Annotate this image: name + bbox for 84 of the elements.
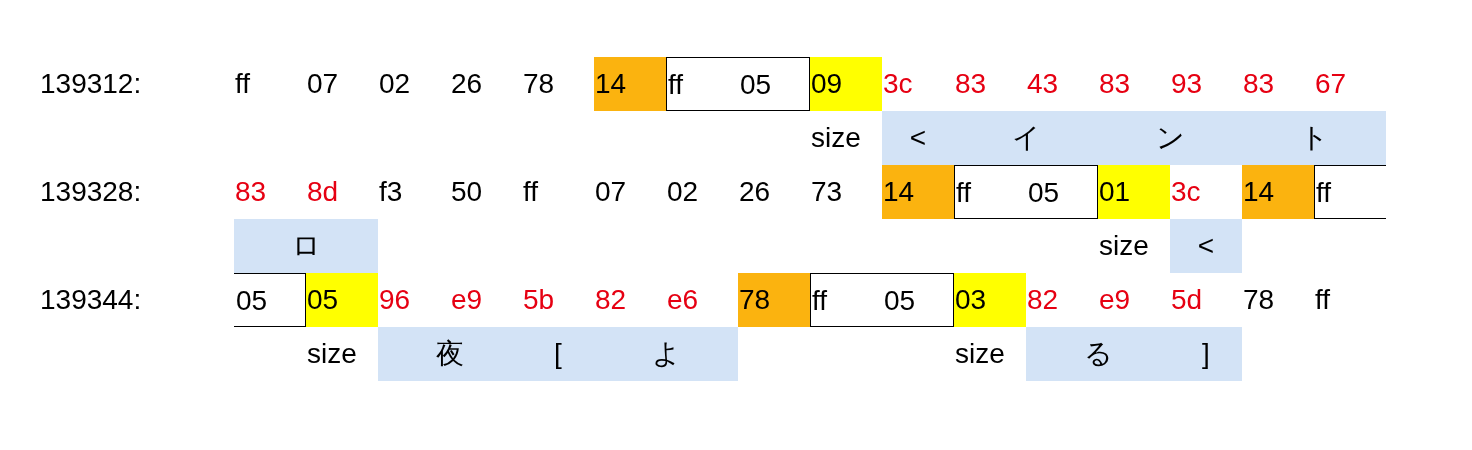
decoded-character: ト	[1299, 121, 1329, 155]
outlined-byte-group	[810, 273, 954, 327]
byte-value: 83	[955, 67, 987, 101]
byte-value: 07	[307, 67, 339, 101]
byte-value: 05	[307, 283, 339, 317]
byte-value: 05	[884, 284, 916, 318]
byte-value: ff	[956, 176, 972, 210]
byte-value: ff	[523, 175, 539, 209]
size-label: size	[955, 337, 1005, 371]
byte-value: 8d	[307, 175, 339, 209]
byte-value: 5b	[523, 283, 555, 317]
size-label: size	[307, 337, 357, 371]
byte-value: 26	[739, 175, 771, 209]
byte-value: 78	[1243, 283, 1275, 317]
byte-value: 73	[811, 175, 843, 209]
byte-value: 05	[236, 284, 268, 318]
size-byte-cell	[954, 273, 1026, 327]
highlighted-byte-cell	[882, 165, 954, 219]
size-byte-cell	[1098, 165, 1170, 219]
size-label: size	[811, 121, 861, 155]
size-byte-cell	[306, 273, 378, 327]
decoded-character: よ	[651, 337, 681, 371]
byte-value: 83	[235, 175, 267, 209]
byte-value: f3	[379, 175, 403, 209]
byte-value: 50	[451, 175, 483, 209]
decoded-character: [	[554, 337, 562, 371]
byte-value: 14	[883, 175, 915, 209]
outlined-byte-group	[666, 57, 810, 111]
byte-value: ff	[668, 68, 684, 102]
decoded-character: る	[1083, 337, 1113, 371]
byte-value: 03	[955, 283, 987, 317]
byte-value: 67	[1315, 67, 1347, 101]
size-byte-cell	[810, 57, 882, 111]
decoded-text-band	[1170, 219, 1242, 273]
byte-value: 14	[595, 67, 627, 101]
byte-value: ff	[1315, 283, 1331, 317]
size-label: size	[1099, 229, 1149, 263]
address-label: 139312:	[40, 67, 142, 101]
decoded-character: ロ	[291, 229, 321, 263]
byte-value: 3c	[1171, 175, 1201, 209]
highlighted-byte-cell	[1242, 165, 1314, 219]
byte-value: 09	[811, 67, 843, 101]
byte-value: ff	[235, 67, 251, 101]
byte-value: 05	[1028, 176, 1060, 210]
outlined-byte-group	[234, 273, 306, 327]
decoded-character: ン	[1155, 121, 1185, 155]
byte-value: 83	[1099, 67, 1131, 101]
decoded-character: ]	[1202, 337, 1210, 371]
address-label: 139328:	[40, 175, 142, 209]
byte-value: 01	[1099, 175, 1131, 209]
byte-value: 78	[739, 283, 771, 317]
outlined-byte-group	[954, 165, 1098, 219]
byte-value: ff	[1316, 176, 1332, 210]
decoded-character: 夜	[436, 337, 464, 371]
byte-value: e9	[1099, 283, 1131, 317]
address-label: 139344:	[40, 283, 142, 317]
byte-value: ff	[812, 284, 828, 318]
decoded-character: イ	[1011, 121, 1041, 155]
byte-value: 83	[1243, 67, 1275, 101]
byte-value: 82	[595, 283, 627, 317]
decoded-character: <	[909, 121, 927, 155]
byte-value: 96	[379, 283, 411, 317]
byte-value: 02	[379, 67, 411, 101]
byte-value: 3c	[883, 67, 913, 101]
decoded-text-band	[882, 111, 1386, 165]
byte-value: 05	[740, 68, 772, 102]
byte-value: e9	[451, 283, 483, 317]
decoded-text-band	[1026, 327, 1242, 381]
byte-value: 93	[1171, 67, 1203, 101]
byte-value: 5d	[1171, 283, 1203, 317]
byte-value: 07	[595, 175, 627, 209]
byte-value: 82	[1027, 283, 1059, 317]
byte-value: 14	[1243, 175, 1275, 209]
byte-value: 78	[523, 67, 555, 101]
byte-value: 43	[1027, 67, 1059, 101]
decoded-text-band	[234, 219, 378, 273]
byte-value: e6	[667, 283, 699, 317]
highlighted-byte-cell	[738, 273, 810, 327]
outlined-byte-group	[1314, 165, 1386, 219]
byte-value: 02	[667, 175, 699, 209]
decoded-character: <	[1197, 229, 1215, 263]
highlighted-byte-cell	[594, 57, 666, 111]
byte-value: 26	[451, 67, 483, 101]
decoded-text-band	[378, 327, 738, 381]
